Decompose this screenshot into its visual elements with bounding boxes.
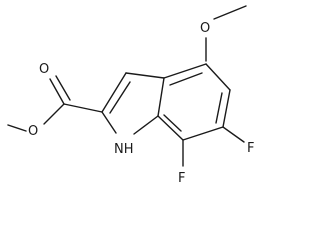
- atom-ester-o: O: [28, 124, 38, 139]
- atom-nh: NH: [114, 142, 134, 157]
- bond-c3-c2: [101, 72, 127, 113]
- structure-canvas: O O O NH F F: [7, 5, 254, 186]
- atom-carbonyl-o: O: [39, 62, 49, 77]
- bond-c4-c5: [205, 63, 231, 91]
- bond-c7-c7a-inner: [163, 114, 182, 132]
- bond-c7-c7a: [157, 115, 184, 141]
- bond-methoxy-ch3: [213, 5, 247, 20]
- atom-f7: F: [178, 171, 185, 186]
- bond-ester-o-ch3: [7, 124, 27, 132]
- bond-c3a-c3: [125, 72, 165, 79]
- bond-c2-n1: [101, 111, 117, 134]
- bond-n1-c7a: [133, 115, 159, 135]
- atom-methoxy-o: O: [200, 21, 210, 36]
- skeletal-formula: O O O NH F F: [7, 5, 254, 186]
- bond-c3a-c4: [163, 63, 207, 79]
- bond-c3-c2-inner: [109, 81, 131, 114]
- bond-c5-c6-inner: [215, 92, 223, 124]
- bond-c7a-c3a: [157, 77, 165, 117]
- bond-carbonyl-double-a: [49, 78, 65, 105]
- bond-c5-c6: [222, 89, 231, 128]
- bond-c2-carbonyl-c: [63, 103, 103, 113]
- bond-c6-c7: [182, 126, 224, 141]
- bond-carbonyl-c-o: [43, 103, 65, 125]
- bond-c3a-c4-inner: [169, 72, 203, 86]
- bond-carbonyl-double-b: [55, 75, 71, 101]
- bond-c6-f: [222, 126, 245, 143]
- atom-f6: F: [247, 141, 254, 156]
